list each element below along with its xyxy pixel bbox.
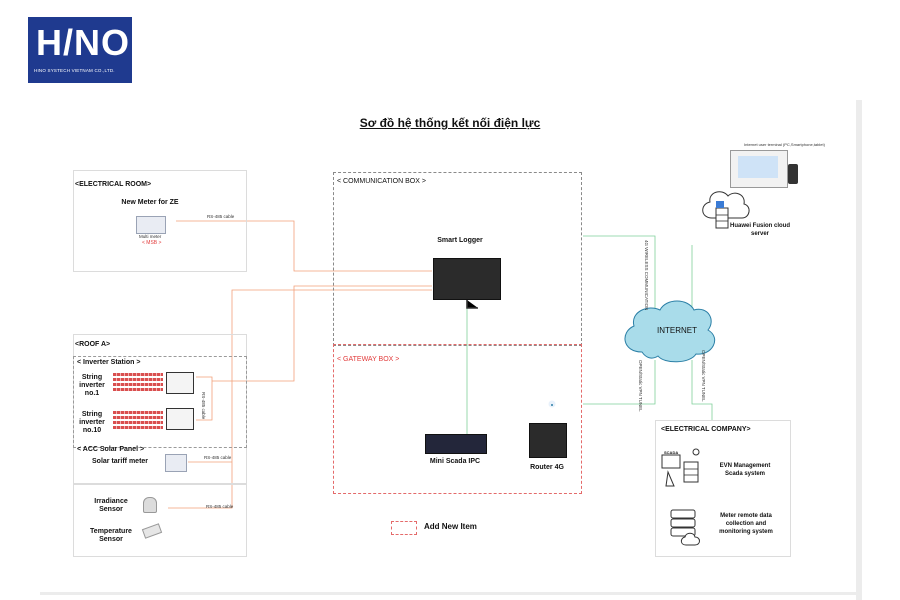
huawei-cloud-label: Huawei Fusion cloud server [730,223,791,237]
sheet-bottom-edge [40,592,860,595]
communication-box [333,172,582,346]
pv-strings-10 [113,411,163,429]
multi-meter-icon [136,216,166,234]
smart-logger-icon [433,258,501,300]
monitor-screen [738,156,778,178]
net-line-router-internet [583,360,656,405]
sheet-edge [856,100,862,600]
irradiance-sensor-icon [143,497,157,513]
tariff-cable-label: RS-485 cable [204,455,232,460]
acc-solar-panel-label: < ACC Solar Panel > [77,446,145,453]
msb-label: < MSB > [142,240,162,246]
roof-a-label: <ROOF A> [75,341,111,348]
inverter-station-label: < Inverter Station > [77,359,141,366]
new-meter-title: New Meter for ZE [121,199,179,206]
inverter-10-label: String inverter no.10 [79,411,105,434]
communication-box-label: < COMMUNICATION BOX > [337,178,426,185]
gateway-box-label: < GATEWAY BOX > [337,356,400,363]
solar-tariff-meter-label: Solar tariff meter [92,458,149,465]
diagram-sheet [40,100,860,595]
electrical-room-box [73,170,247,272]
net-line-internet-company [691,360,713,420]
evn-scada-label: EVN Management Scada system [719,463,771,477]
sensors-box [73,484,247,557]
mini-scada-label: Mini Scada IPC [429,458,481,465]
gateway-box [333,344,582,494]
string-inverter-10-icon [166,408,194,430]
rs485-line-inverters [212,285,432,382]
company-logo: H/NO HINO SYSTECH VIETNAM CO.,LTD. [28,17,132,83]
rs485-line-meter [176,220,432,272]
user-terminal-label: Internet user terminal (PC,Smartphone,ta… [744,142,825,147]
logger-antenna-line [466,300,478,309]
multi-meter-label: Multi meter [139,234,162,239]
router-4g-label: Router 4G [530,464,564,471]
meter-remote-label: Meter remote data collection and monitor… [719,513,773,535]
internet-label: INTERNET [657,326,697,335]
inverter-1-label: String inverter no.1 [79,374,105,397]
legend-swatch [391,521,417,535]
pv-strings-1 [113,373,163,391]
electrical-company-box [655,420,791,557]
rs485-line-inv1 [196,376,213,421]
logo-text: H/NO [36,22,130,63]
electrical-company-label: <ELECTRICAL COMPANY> [661,426,751,433]
meter-cable-label: RS-485 cable [207,214,235,219]
irradiance-sensor-label: Irradiance Sensor [94,498,128,513]
smartphone-icon [788,164,798,184]
sensor-cable-label: RS-485 cable [206,504,234,509]
net-line-logger-cloud [583,235,656,308]
scada-tag: SCADA [664,450,679,455]
inverter-station-box [73,356,247,448]
router-4g-icon [529,423,567,458]
mini-scada-ipc-icon [425,434,487,454]
wifi-icon [548,400,556,408]
temperature-sensor-label: Temperature Sensor [90,528,132,543]
legend-add-new-item: Add New Item [424,522,477,531]
string-inverter-1-icon [166,372,194,394]
diagram-title: Sơ đồ hệ thống kết nối điện lực [359,116,541,130]
smart-logger-label: Smart Logger [437,237,483,244]
rs485-line-sensors [168,289,432,509]
tariff-meter-icon [165,454,187,472]
logo-subtitle: HINO SYSTECH VIETNAM CO.,LTD. [34,68,115,73]
electrical-room-label: <ELECTRICAL ROOM> [75,181,152,188]
